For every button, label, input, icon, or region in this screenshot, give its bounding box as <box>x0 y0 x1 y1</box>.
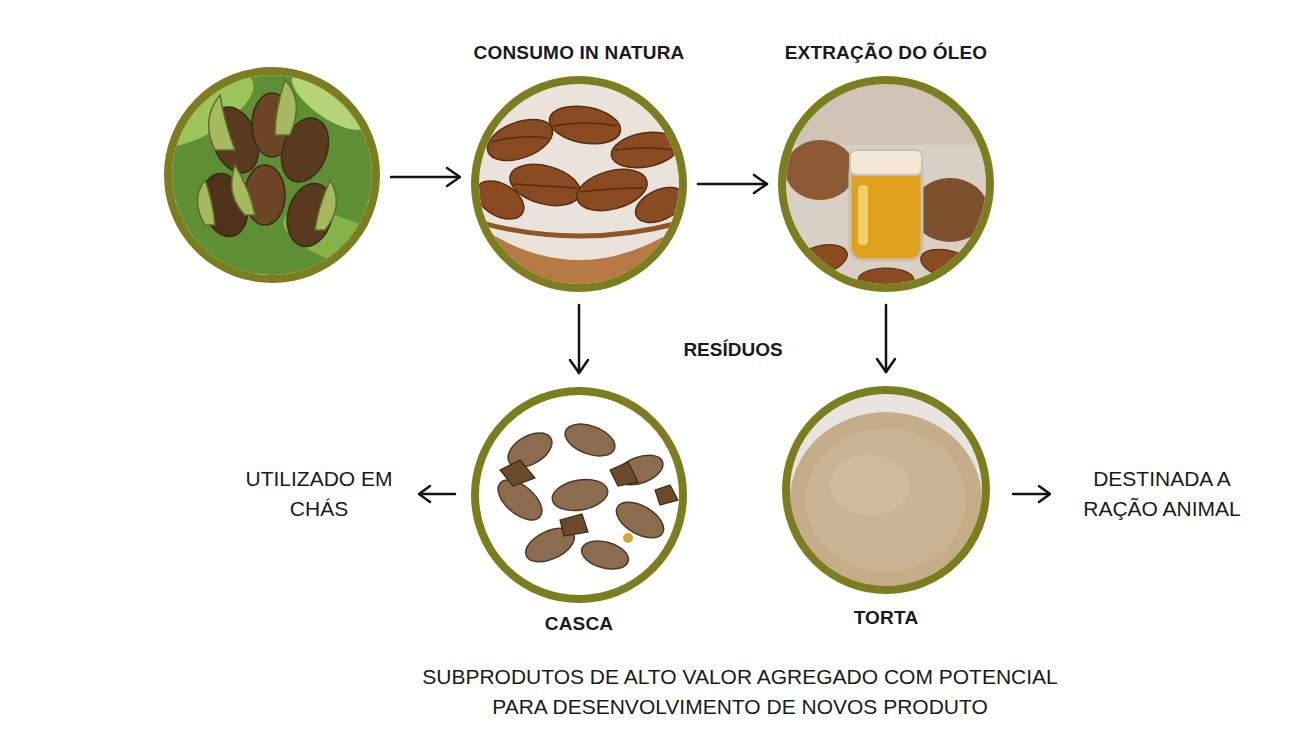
pecan-cake-photo <box>786 390 986 590</box>
flow-arrow <box>877 305 895 372</box>
pecan-shell-photo <box>470 385 690 605</box>
use-arrow <box>419 486 455 502</box>
node-heading: TORTA <box>854 606 919 630</box>
pecan-tree-photo <box>136 58 404 290</box>
flow-arrow <box>570 305 588 373</box>
node-heading: CONSUMO IN NATURA <box>474 41 685 65</box>
photo-circle: TORTA <box>782 386 990 594</box>
use-arrow <box>1013 486 1050 502</box>
node-heading: CASCA <box>545 612 614 636</box>
node-heading: EXTRAÇÃO DO ÓLEO <box>785 41 988 65</box>
use-label: DESTINADA A RAÇÃO ANIMAL <box>1070 464 1254 524</box>
use-label: UTILIZADO EM CHÁS <box>231 464 407 524</box>
photo-ring <box>168 71 376 279</box>
photo-circle: CONSUMO IN NATURA <box>471 76 687 292</box>
photo-circle: CASCA <box>471 387 687 603</box>
flow-arrow <box>391 168 460 186</box>
section-label: RESÍDUOS <box>633 338 833 362</box>
flow-arrow <box>698 175 767 193</box>
photo-circle: EXTRAÇÃO DO ÓLEO <box>778 76 994 292</box>
caption: SUBPRODUTOS DE ALTO VALOR AGREGADO COM P… <box>395 662 1085 722</box>
pecan-bowl-photo <box>469 75 690 300</box>
oil-jar-photo <box>776 75 996 295</box>
